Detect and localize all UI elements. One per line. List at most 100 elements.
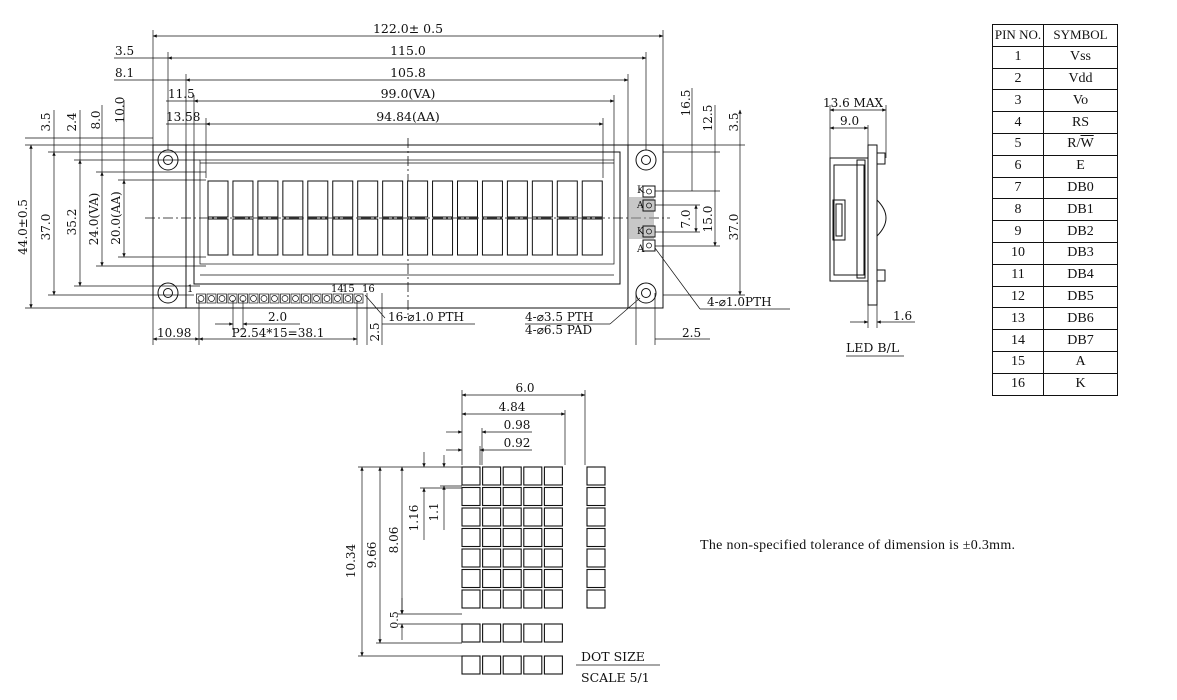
pixel-dot [586,466,606,486]
pin-header [196,293,364,304]
pin-symbol-cell: E [1043,154,1118,178]
dim-label: 105.8 [390,65,426,80]
dim-label: P2.54*15=38.1 [232,326,325,340]
character-cell [357,180,379,218]
dim-label: 44.0±0.5 [16,199,30,255]
dim-label: 0.5 [388,611,401,629]
pixel-dot [482,527,502,548]
pixel-dot [523,568,543,589]
pin-no-header: PIN NO. [992,24,1044,47]
pixel-dot [586,507,606,527]
dim-label: 10.98 [157,326,191,340]
pixel-dot [586,548,606,568]
dim-label: 10.34 [344,543,358,578]
character-cell [481,218,503,256]
pin-number-label: 16 [362,284,375,295]
pin-number-label: 14 [331,284,344,295]
pixel-dot [543,548,563,568]
pin-number-cell: 14 [992,329,1044,352]
dim-label: 1.6 [893,309,912,323]
mounting-hole [635,282,657,304]
character-cell [531,180,553,218]
dim-label: 35.2 [65,209,79,236]
right-dimensions: 16.5 12.5 3.5 7.0 15.0 37.0 [655,88,745,296]
pin-hole [217,293,227,304]
pin-symbol-cell: DB5 [1043,285,1118,309]
led-pin-label: K [637,185,645,196]
pixel-dot [461,507,481,527]
dim-label: 8.0 [89,110,103,129]
pin-symbol-cell: R/W [1043,132,1118,156]
pin-number-cell: 1 [992,45,1044,69]
pin-number-cell: 13 [992,307,1044,331]
character-cell [531,218,553,256]
led-pin-label: A [636,244,645,255]
pixel-dot [586,568,606,589]
dim-label: 2.5 [368,322,382,341]
left-dimensions: 44.0±0.5 37.0 35.2 24.0(VA) 20.0(AA) 3.5… [16,97,206,309]
pixel-dot [523,655,543,675]
pixel-dot [461,466,481,486]
pixel-dot [482,548,502,568]
pin-number-cell: 11 [992,263,1044,287]
character-cell [257,180,279,218]
top-dimensions: 122.0± 0.5 115.0 105.8 99.0(VA) 94.84(AA… [114,21,664,178]
pixel-dot [543,466,563,486]
character-cells [207,180,603,256]
character-cell [257,218,279,256]
led-pad [642,239,656,252]
pixel-dot [502,507,522,527]
side-view-label: LED B/L [846,340,899,355]
pin-number-cell: 2 [992,67,1044,91]
pixel-dot [523,623,543,643]
pin-number-cell: 5 [992,132,1044,156]
pixel-dot [482,623,502,643]
symbol-header: SYMBOL [1043,24,1118,47]
pixel-dot [586,589,606,609]
dot-size-scale: SCALE 5/1 [581,670,650,685]
character-cell [407,218,429,256]
pin-hole [343,293,353,304]
dim-label: 3.5 [727,112,741,131]
character-cell [407,180,429,218]
dot-detail: 6.0 4.84 0.98 0.92 10.34 9.66 8.06 1.16 … [344,381,660,685]
led-pad [642,185,656,198]
pixel-dot [461,589,481,609]
pixel-dot [502,568,522,589]
pixel-dot [586,527,606,548]
pin-hole [227,293,238,304]
dim-label: 15.0 [701,206,715,233]
pin-symbol-cell: Vss [1043,45,1118,69]
character-cell [481,180,503,218]
character-cell [382,180,404,218]
pixel-dot [482,486,502,507]
pin-hole [332,293,343,304]
pin-number-cell: 3 [992,89,1044,113]
dim-label: 7.0 [679,209,693,228]
pin-hole [290,293,301,304]
dot-matrix [461,466,606,675]
pixel-dot [482,466,502,486]
character-cell [581,218,603,256]
dim-label: 6.0 [515,381,534,395]
pin-symbol-cell: DB3 [1043,241,1118,265]
pixel-dot [461,486,481,507]
dim-label: 99.0(VA) [381,86,436,101]
callout-label: 16-⌀1.0 PTH [388,310,464,324]
pixel-dot [461,623,481,643]
character-cell [581,180,603,218]
mounting-hole [157,282,179,304]
pixel-dot [502,589,522,609]
dim-label: 0.98 [504,418,531,432]
character-cell [307,218,329,256]
dim-label: 37.0 [727,214,741,241]
pin-hole [280,293,290,304]
